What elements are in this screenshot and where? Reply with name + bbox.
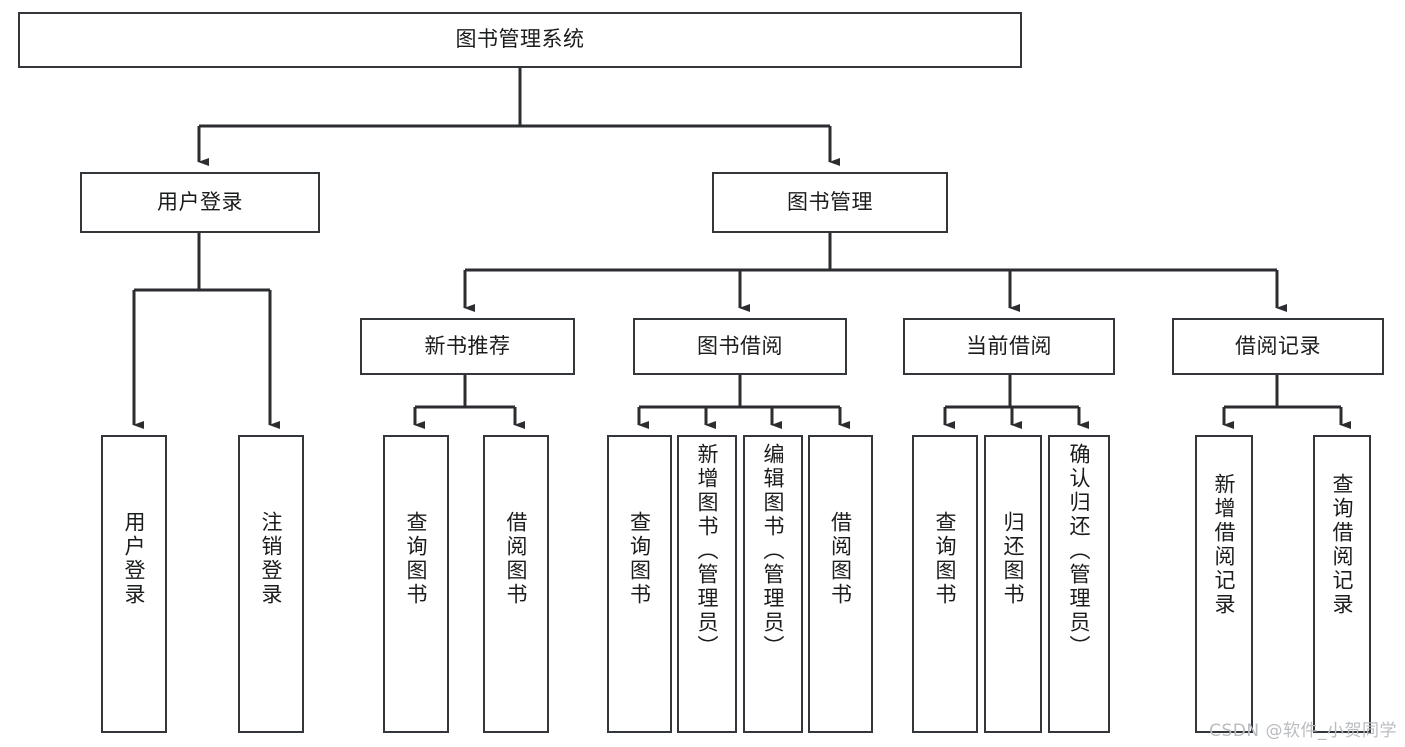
node-leaf-query-book-1[interactable]: 查询图书 — [383, 435, 449, 733]
node-leaf-query-book-1-label: 查询图书 — [404, 511, 429, 607]
node-book-manage[interactable]: 图书管理 — [712, 172, 948, 233]
node-leaf-borrow-book-2[interactable]: 借阅图书 — [808, 435, 873, 733]
node-current-borrow-label: 当前借阅 — [966, 333, 1052, 358]
node-root-label: 图书管理系统 — [455, 27, 585, 52]
node-leaf-user-login-label: 用户登录 — [122, 511, 147, 607]
node-leaf-query-record-label: 查询借阅记录 — [1330, 473, 1355, 617]
node-user-login-label: 用户登录 — [157, 189, 243, 214]
node-user-login[interactable]: 用户登录 — [80, 172, 320, 233]
node-leaf-add-book[interactable]: 新增图书（管理员） — [677, 435, 737, 733]
node-current-borrow[interactable]: 当前借阅 — [903, 318, 1115, 375]
node-root[interactable]: 图书管理系统 — [18, 12, 1022, 68]
node-leaf-borrow-book-1[interactable]: 借阅图书 — [483, 435, 549, 733]
node-book-borrow-label: 图书借阅 — [697, 333, 783, 358]
node-leaf-confirm-return-label: 确认归还（管理员） — [1067, 443, 1092, 659]
node-book-manage-label: 图书管理 — [787, 189, 873, 214]
node-leaf-return-book-label: 归还图书 — [1001, 511, 1026, 607]
node-leaf-user-logout[interactable]: 注销登录 — [238, 435, 304, 733]
node-borrow-record[interactable]: 借阅记录 — [1172, 318, 1384, 375]
node-leaf-query-record[interactable]: 查询借阅记录 — [1313, 435, 1371, 733]
node-new-book-recommend-label: 新书推荐 — [424, 333, 511, 358]
node-leaf-user-login[interactable]: 用户登录 — [101, 435, 167, 733]
node-leaf-query-book-2-label: 查询图书 — [627, 511, 652, 607]
node-leaf-add-book-label: 新增图书（管理员） — [695, 443, 720, 659]
node-new-book-recommend[interactable]: 新书推荐 — [360, 318, 575, 375]
node-leaf-user-logout-label: 注销登录 — [259, 511, 284, 607]
node-leaf-edit-book[interactable]: 编辑图书（管理员） — [743, 435, 803, 733]
node-borrow-record-label: 借阅记录 — [1235, 333, 1321, 358]
node-leaf-edit-book-label: 编辑图书（管理员） — [761, 443, 786, 659]
node-leaf-query-book-3-label: 查询图书 — [933, 511, 958, 607]
node-book-borrow[interactable]: 图书借阅 — [633, 318, 847, 375]
node-leaf-borrow-book-2-label: 借阅图书 — [828, 511, 853, 607]
node-leaf-query-book-3[interactable]: 查询图书 — [912, 435, 978, 733]
node-leaf-borrow-book-1-label: 借阅图书 — [504, 511, 529, 607]
node-leaf-query-book-2[interactable]: 查询图书 — [607, 435, 672, 733]
node-leaf-return-book[interactable]: 归还图书 — [984, 435, 1042, 733]
node-leaf-add-record-label: 新增借阅记录 — [1212, 473, 1237, 617]
node-leaf-add-record[interactable]: 新增借阅记录 — [1195, 435, 1253, 733]
node-leaf-confirm-return[interactable]: 确认归还（管理员） — [1048, 435, 1110, 733]
